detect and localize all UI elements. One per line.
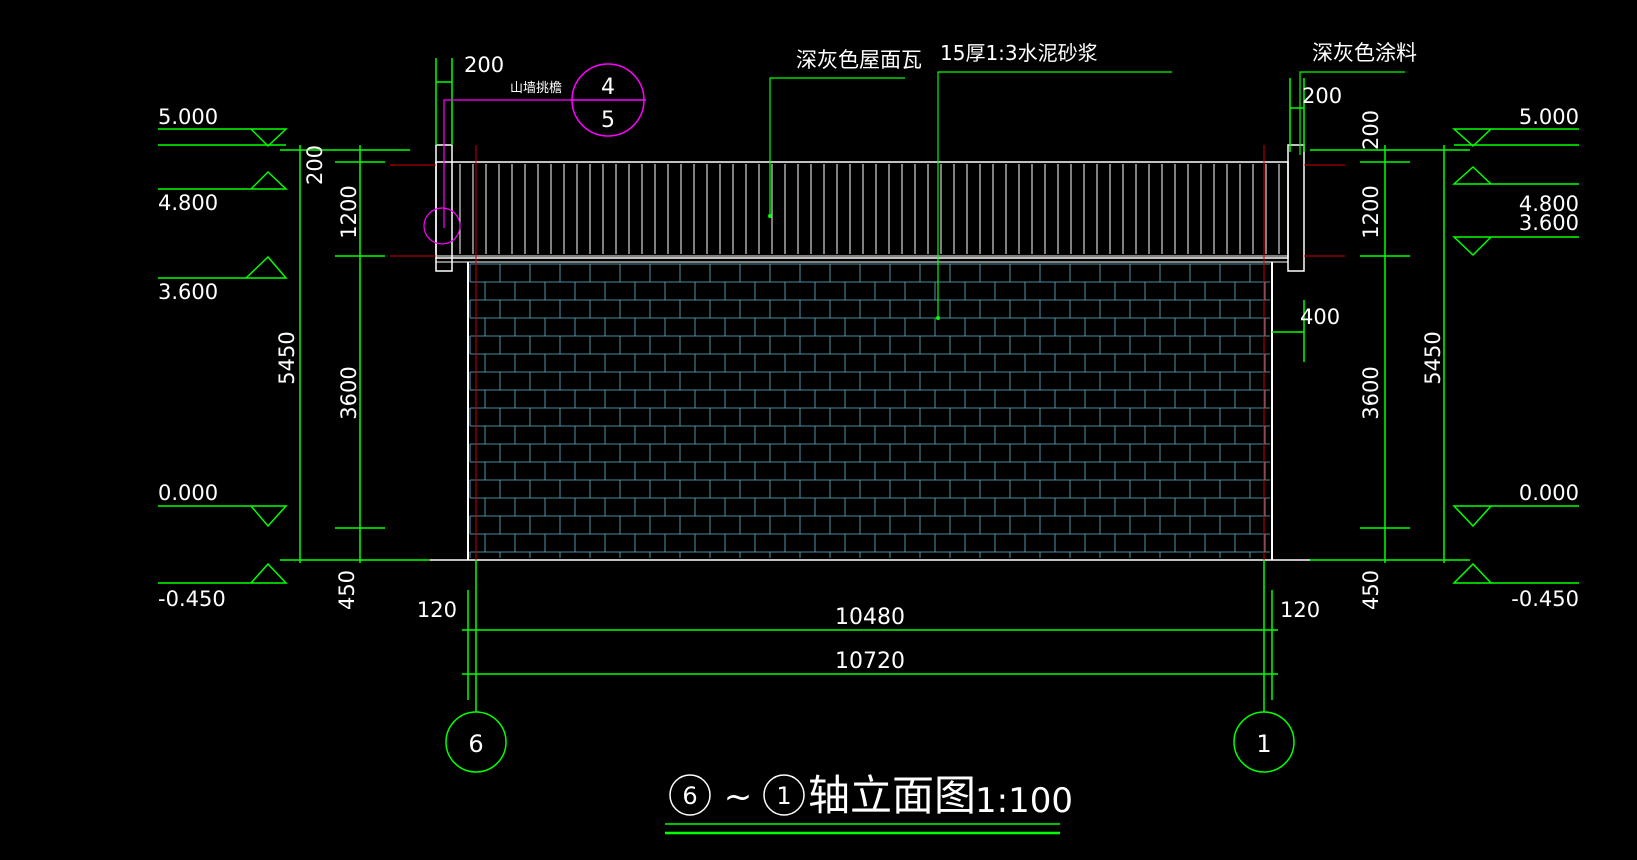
elev-label-left-5: -0.450 bbox=[158, 587, 226, 611]
dim-5450-right: 5450 bbox=[1421, 331, 1445, 384]
elev-mark-4800-left bbox=[158, 170, 288, 190]
leader-dot-roof bbox=[768, 214, 772, 218]
detail-target-circle bbox=[423, 207, 461, 245]
title-scale: 1:100 bbox=[975, 781, 1073, 821]
dim-5450-left: 5450 bbox=[275, 331, 299, 384]
axis-label-6: 6 bbox=[468, 730, 483, 758]
elev-label-right-1: 5.000 bbox=[1519, 105, 1579, 129]
dim-3600-left: 3600 bbox=[337, 366, 361, 419]
dim-120-right: 120 bbox=[1280, 598, 1320, 622]
right-vertical-dim-labels: 200 1200 5450 3600 450 200 400 bbox=[1300, 84, 1445, 610]
leader-lines bbox=[769, 71, 1405, 318]
axis-label-1: 1 bbox=[1256, 730, 1271, 758]
right-vertical-dims bbox=[1272, 78, 1470, 563]
axis-bubble-6: 6 bbox=[445, 711, 507, 773]
title-circle-to bbox=[763, 774, 805, 816]
dim-200-right-vertical: 200 bbox=[1359, 110, 1383, 150]
title-text: 轴立面图 bbox=[808, 771, 976, 820]
dim-120-left: 120 bbox=[417, 598, 457, 622]
elev-label-right-4: 0.000 bbox=[1519, 481, 1579, 505]
top-left-200-dim bbox=[435, 58, 453, 145]
roof-tile-lines bbox=[459, 164, 1280, 254]
elev-mark-5000-right bbox=[1452, 128, 1579, 148]
axis-circle-1 bbox=[1233, 711, 1295, 773]
dim-200-left: 200 bbox=[303, 145, 327, 185]
leader-dot-mortar bbox=[936, 316, 940, 320]
elev-mark-4800-right bbox=[1452, 165, 1579, 185]
bottom-dims bbox=[462, 560, 1278, 712]
left-vertical-dims bbox=[280, 145, 430, 563]
elev-mark-0450-left bbox=[158, 562, 288, 584]
detail-leader bbox=[443, 99, 570, 228]
title-sep: ~ bbox=[724, 777, 753, 817]
dim-450-left: 450 bbox=[335, 570, 359, 610]
note-mortar: 15厚1:3水泥砂浆 bbox=[940, 41, 1098, 65]
elev-label-left-4: 0.000 bbox=[158, 481, 218, 505]
leader-paint bbox=[1299, 71, 1405, 155]
elev-label-left-3: 3.600 bbox=[158, 280, 218, 304]
brick-wall bbox=[430, 262, 1310, 561]
drawing-title: 6 ~ 1 轴立面图 1:100 bbox=[665, 771, 1073, 835]
elev-mark-3600-left bbox=[158, 255, 288, 279]
bottom-dim-labels: 120 120 10480 10720 bbox=[417, 598, 1320, 674]
detail-ref-bottom: 5 bbox=[601, 108, 615, 133]
detail-reference: 4 5 山墙挑檐 bbox=[423, 63, 646, 245]
dim-1200-right: 1200 bbox=[1359, 185, 1383, 238]
right-elevation-marks bbox=[1452, 128, 1579, 584]
right-elevation-labels: 5.000 4.800 3.600 0.000 -0.450 bbox=[1511, 105, 1579, 611]
dim-400-right: 400 bbox=[1300, 305, 1340, 329]
dim-10720: 10720 bbox=[835, 649, 905, 674]
dim-200-right-top: 200 bbox=[1302, 84, 1342, 108]
title-to: 1 bbox=[776, 782, 791, 810]
detail-ref-top: 4 bbox=[601, 75, 615, 100]
title-from: 6 bbox=[682, 782, 697, 810]
left-vertical-dim-labels: 200 1200 5450 3600 450 bbox=[275, 145, 361, 610]
brick-pattern bbox=[469, 263, 1270, 558]
elev-mark-0000-left bbox=[158, 505, 288, 528]
axis-lines bbox=[390, 145, 1345, 560]
dim-10480: 10480 bbox=[835, 605, 905, 630]
dim-3600-right: 3600 bbox=[1359, 366, 1383, 419]
elev-mark-0000-right bbox=[1452, 505, 1579, 528]
title-circle-from bbox=[669, 774, 711, 816]
elev-mark-3600-right bbox=[1452, 236, 1579, 257]
elev-mark-0450-right bbox=[1452, 562, 1579, 584]
elev-label-right-3: 3.600 bbox=[1519, 211, 1579, 235]
elev-label-right-5: -0.450 bbox=[1511, 587, 1579, 611]
leader-mortar bbox=[937, 71, 1172, 318]
left-elevation-labels: 5.000 4.800 3.600 0.000 -0.450 bbox=[158, 105, 226, 611]
note-paint: 深灰色涂料 bbox=[1312, 41, 1417, 65]
elev-label-left-1: 5.000 bbox=[158, 105, 218, 129]
note-roof-tile: 深灰色屋面瓦 bbox=[796, 48, 922, 72]
right-gable-post bbox=[1287, 144, 1305, 272]
axis-bubble-1: 1 bbox=[1233, 711, 1295, 773]
left-elevation-marks bbox=[158, 128, 288, 584]
elev-mark-5000-left bbox=[158, 128, 288, 148]
axis-circle-6 bbox=[445, 711, 507, 773]
dim-450-right: 450 bbox=[1359, 570, 1383, 610]
elev-label-left-2: 4.800 bbox=[158, 191, 218, 215]
dim-1200-left: 1200 bbox=[337, 185, 361, 238]
note-gable-eave: 山墙挑檐 bbox=[510, 81, 562, 96]
leader-roof-tile bbox=[769, 77, 905, 216]
elev-label-right-2: 4.800 bbox=[1519, 192, 1579, 216]
dim-200-left-top: 200 bbox=[464, 53, 504, 77]
roof-tiles bbox=[435, 144, 1305, 272]
